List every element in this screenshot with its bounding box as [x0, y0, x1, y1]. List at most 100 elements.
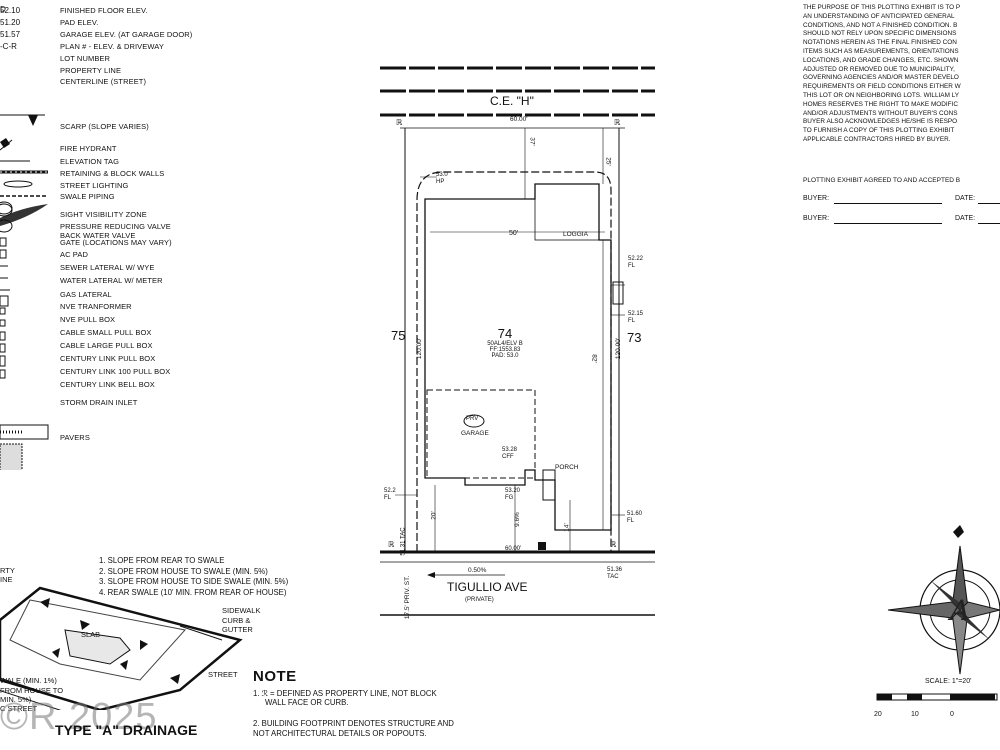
legend-row: SIGHT VISIBILITY ZONE [0, 210, 240, 222]
plan-code: 50AL4/ELV B [487, 341, 523, 347]
legend-row: 51.20 PAD ELEV. [0, 18, 240, 30]
drainage-step: 3. SLOPE FROM HOUSE TO SIDE SWALE (MIN. … [99, 577, 289, 586]
legend-row: RETAINING & BLOCK WALLS [0, 169, 240, 181]
porch-label: PORCH [555, 464, 579, 471]
sight-zone-icon [0, 204, 48, 226]
legend-label: CENTERLINE (STREET) [60, 77, 147, 86]
scale-tick: 20 [874, 711, 882, 718]
tag-sub: HP [436, 179, 445, 185]
legend-label: PAD ELEV. [60, 18, 99, 27]
dim-front-label: 20' [430, 511, 438, 520]
note-line: CONDITIONS, AND NOT A FINISHED CONDITION… [803, 21, 958, 29]
storm-drain-icon [0, 424, 49, 440]
legend-symbols [0, 114, 49, 470]
date-label: DATE: [955, 215, 976, 222]
north-marker-icon [953, 525, 964, 538]
legend-row: -C-R PLAN # - ELEV. & DRIVEWAY [0, 42, 240, 54]
scale-tick: 0 [950, 711, 954, 718]
century-link-bell-icon [0, 369, 6, 379]
scale-bar [876, 693, 998, 701]
legend-row: CENTURY LINK 100 PULL BOX [0, 367, 240, 379]
scale-label: SCALE: 1"=20' [925, 678, 972, 685]
drainage-title: TYPE "A" DRAINAGE [55, 722, 198, 738]
legend-label: WATER LATERAL W/ METER [60, 276, 163, 285]
tag-value: 51.36 [607, 567, 623, 573]
arrow-icon [52, 648, 60, 658]
disclaimer-notes: THE PURPOSE OF THIS PLOTTING EXHIBIT IS … [803, 4, 1000, 145]
buyer-signature-field[interactable] [834, 223, 942, 224]
legend-row: PRESSURE REDUCING VALVE [0, 222, 240, 234]
tag-value: 53.20 [505, 488, 521, 494]
note-line: THE PURPOSE OF THIS PLOTTING EXHIBIT IS … [803, 4, 961, 11]
gate-icon [0, 237, 7, 247]
prv-circle-icon [0, 219, 13, 233]
property-line-icon: ℝ [388, 540, 395, 549]
dim-back-label: 37' [528, 137, 536, 146]
tag-value: 51.60 [627, 511, 643, 517]
note-line: TO FURNISH A COPY OF THIS PLOTTING EXHIB… [803, 127, 955, 135]
tag-tac-right: 51.36 TAC [607, 567, 622, 581]
drainage-label-slab: SLAB [81, 630, 101, 639]
date-field[interactable] [978, 223, 1000, 224]
buyer-signature-field[interactable] [834, 203, 942, 204]
drainage-steps: 1. SLOPE FROM REAR TO SWALE 2. SLOPE FRO… [99, 556, 288, 598]
legend-row: FIRE HYDRANT [0, 144, 240, 156]
legend-row: 52.10 FINISHED FLOOR ELEV. [0, 6, 240, 18]
tag-hp: 53.0 HP [436, 172, 448, 186]
note-item: WALL FACE OR CURB. [265, 698, 349, 707]
tag-value: 52.2 [384, 488, 396, 494]
legend-row: SWALE PIPING [0, 192, 240, 204]
dim-top-lot: 60.00' [510, 116, 528, 123]
lot-info: 74 50AL4/ELV B FF:1553.83 PAD: 53.0 [470, 326, 540, 359]
legend-label: PLAN # - ELEV. & DRIVEWAY [60, 42, 164, 51]
tag-fl-right: 51.60 FL [627, 511, 642, 525]
tag-sub: TAC [400, 527, 407, 539]
easement-label: C.E. "H" [490, 94, 534, 108]
ac-pad-icon [0, 249, 7, 259]
legend-label: STREET LIGHTING [60, 181, 129, 190]
legend-code: 51.57 [0, 30, 21, 39]
prv-ellipse [463, 414, 485, 428]
drainage-label-street2: C STREET [0, 704, 38, 713]
legend-label: CENTURY LINK PULL BOX [60, 354, 156, 363]
legend-label: RETAINING & BLOCK WALLS [60, 169, 165, 178]
watermark: ©R 2025 [0, 696, 158, 738]
legend-code: -C-R [0, 42, 17, 51]
drainage-swale-outline [9, 599, 186, 681]
garage-label: GARAGE [461, 430, 489, 437]
dim-depth-label: 82' [590, 354, 598, 363]
note-line: BUYER ALSO ACKNOWLEDGES HE/SHE IS RESPO [803, 118, 958, 126]
wall-outline [416, 171, 612, 552]
note-item: 2. BUILDING FOOTPRINT DENOTES STRUCTURE … [253, 719, 454, 728]
scale-tick: 10 [911, 711, 919, 718]
legend: D 52.10 FINISHED FLOOR ELEV. 51.20 PAD E… [0, 0, 250, 480]
legend-row: STORM DRAIN INLET [0, 398, 240, 410]
legend-row: PROPERTY LINE [0, 66, 240, 78]
property-line-icon: ℝ [610, 540, 617, 549]
loggia-label: LOGGIA [563, 231, 588, 238]
legend-label: SCARP (SLOPE VARIES) [60, 122, 149, 131]
drainage-label-curb: CURB & [222, 616, 251, 625]
property-line-icon: ℝ [614, 118, 621, 127]
legend-label: NVE PULL BOX [60, 315, 116, 324]
date-field[interactable] [978, 203, 1000, 204]
transformer-icon [0, 295, 9, 307]
porch-outline [542, 469, 556, 501]
tag-cff: 53.28 CFF [502, 447, 517, 461]
drainage-diagram [0, 586, 243, 710]
slab-shape [64, 629, 131, 665]
legend-row: CENTERLINE (STREET) [0, 77, 240, 89]
legend-row: SCARP (SLOPE VARIES) [0, 122, 240, 134]
note-line: AN UNDERSTANDING OF ANTICIPATED GENERAL [803, 12, 955, 20]
lot-number-right: 73 [627, 330, 642, 345]
legend-row: AC PAD [0, 250, 240, 262]
drainage-label-min5: MIN. 5%) [0, 695, 32, 704]
drainage-label-street: STREET [208, 670, 238, 679]
drainage-step: 2. SLOPE FROM HOUSE TO SWALE (MIN. 5%) [99, 566, 268, 576]
tag-fg: 53.20 FG [505, 488, 520, 502]
legend-label: CABLE SMALL PULL BOX [60, 328, 152, 337]
tag-value: 53.28 [502, 447, 518, 453]
buyer-label: BUYER: [803, 195, 830, 202]
legend-label: CABLE LARGE PULL BOX [60, 341, 153, 350]
legend-label: SWALE PIPING [60, 192, 115, 201]
